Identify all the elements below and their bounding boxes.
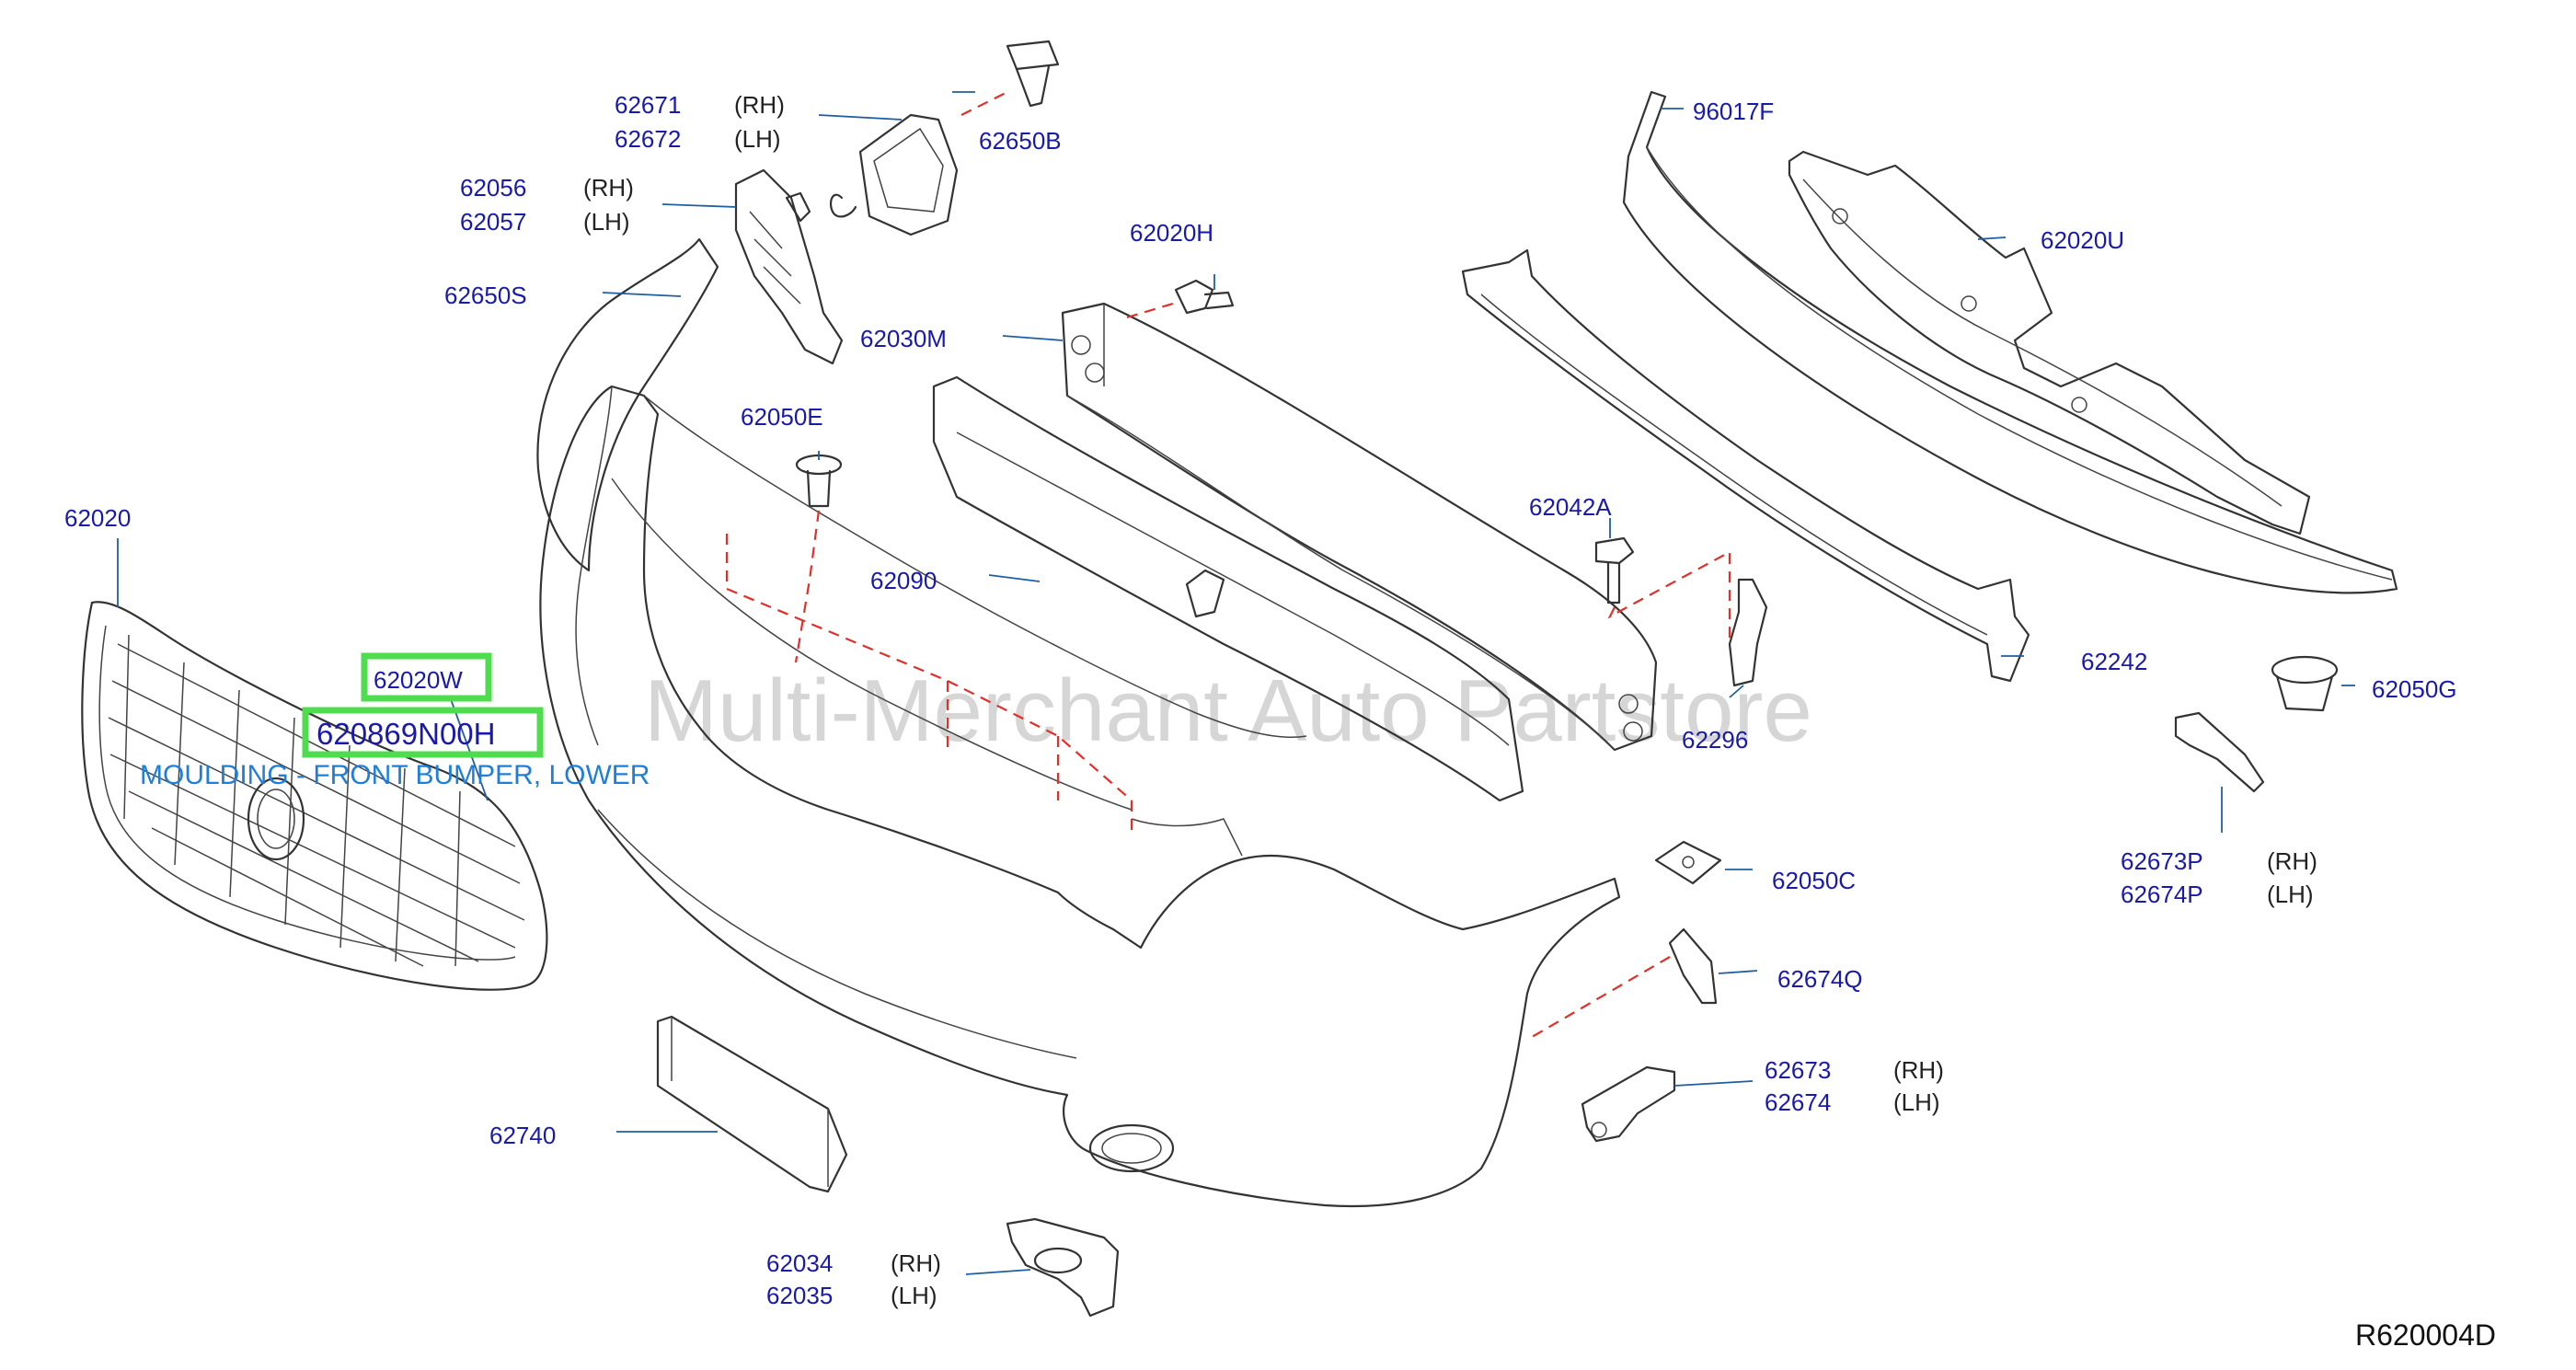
label-62042a[interactable]: 62042A (1529, 493, 1612, 521)
label-96017f[interactable]: 96017F (1693, 98, 1774, 125)
label-62650s[interactable]: 62650S (444, 282, 527, 309)
label-rh-62056: (RH) (583, 174, 634, 201)
dashed-leaders (725, 91, 1731, 1041)
label-62020w[interactable]: 62020W (374, 666, 463, 694)
energy-absorber-part[interactable] (932, 375, 1524, 802)
label-rh-62671: (RH) (734, 91, 785, 119)
label-62673p[interactable]: 62673P (2121, 847, 2203, 875)
label-62740[interactable]: 62740 (489, 1122, 556, 1149)
label-62056[interactable]: 62056 (460, 174, 526, 201)
label-62674p[interactable]: 62674P (2121, 881, 2203, 908)
label-lh-62035: (LH) (891, 1282, 937, 1309)
label-62050g[interactable]: 62050G (2372, 675, 2457, 703)
label-62673[interactable]: 62673 (1765, 1056, 1831, 1084)
leader-lines (117, 91, 2355, 1275)
bumper-retainer-part[interactable] (536, 237, 719, 572)
label-62672[interactable]: 62672 (615, 125, 681, 153)
label-62050e[interactable]: 62050E (741, 403, 823, 431)
bumper-bracket-part[interactable] (734, 168, 844, 365)
sensor-housing-part[interactable] (829, 113, 959, 236)
bracket-62673-part[interactable] (1581, 1065, 1676, 1143)
clip-62050g-part[interactable] (2271, 655, 2339, 712)
clip-62050c-part[interactable] (1654, 840, 1722, 885)
highlight-box-62020w (361, 652, 492, 702)
label-62020h[interactable]: 62020H (1130, 219, 1213, 247)
bolt-62042a-part[interactable] (1594, 536, 1635, 604)
watermark-text: Multi-Merchant Auto Partstore (644, 662, 1812, 760)
push-clip-part[interactable] (795, 454, 843, 508)
label-62035[interactable]: 62035 (766, 1282, 833, 1309)
label-rh-62673p: (RH) (2267, 847, 2317, 875)
label-62650b[interactable]: 62650B (979, 127, 1062, 155)
bolt-part[interactable] (1006, 40, 1060, 108)
highlight-box-620869n00h (302, 707, 544, 758)
license-bracket-part[interactable] (656, 1015, 848, 1193)
bumper-reinforcement-part[interactable] (1061, 302, 1658, 752)
part-description: MOULDING - FRONT BUMPER, LOWER (140, 760, 650, 790)
bracket-62296-part[interactable] (1728, 578, 1768, 687)
label-62242[interactable]: 62242 (2081, 648, 2147, 675)
grille-part[interactable] (81, 601, 548, 991)
bracket-62674q-part[interactable] (1668, 927, 1718, 1005)
upper-bracket-part[interactable] (1461, 248, 2030, 683)
label-62296[interactable]: 62296 (1682, 726, 1748, 754)
label-62671[interactable]: 62671 (615, 91, 681, 119)
highlighted-labels: 62020W 620869N00H MOULDING - FRONT BUMPE… (140, 652, 650, 790)
label-62030m[interactable]: 62030M (860, 325, 947, 352)
label-rh-62034: (RH) (891, 1249, 941, 1277)
label-lh-62057: (LH) (583, 208, 630, 236)
label-62020u[interactable]: 62020U (2041, 226, 2124, 254)
label-62090[interactable]: 62090 (870, 567, 937, 594)
label-62674[interactable]: 62674 (1765, 1088, 1831, 1116)
label-620869n00h[interactable]: 620869N00H (316, 717, 496, 751)
label-rh-62673: (RH) (1893, 1056, 1944, 1084)
label-62674q[interactable]: 62674Q (1777, 965, 1863, 993)
label-62020[interactable]: 62020 (64, 504, 131, 532)
fog-bracket-part[interactable] (1006, 1217, 1120, 1318)
clip-part[interactable] (1174, 279, 1235, 315)
spoiler-lip-part[interactable] (1622, 90, 2398, 594)
label-62057[interactable]: 62057 (460, 208, 526, 236)
bracket-62673p-part[interactable] (2174, 711, 2265, 793)
label-lh-62674p: (LH) (2267, 881, 2314, 908)
front-bumper-fascia-part[interactable] (539, 385, 1621, 1208)
label-62034[interactable]: 62034 (766, 1249, 833, 1277)
label-lh-62674: (LH) (1893, 1088, 1940, 1116)
diagram-reference: R620004D (2355, 1318, 2496, 1352)
undercover-part[interactable] (1788, 150, 2311, 535)
part-labels: 62671 (RH) 62672 (LH) 62650B 62056 (RH) … (64, 91, 2457, 1309)
label-62050c[interactable]: 62050C (1772, 867, 1856, 894)
label-lh-62672: (LH) (734, 125, 781, 153)
